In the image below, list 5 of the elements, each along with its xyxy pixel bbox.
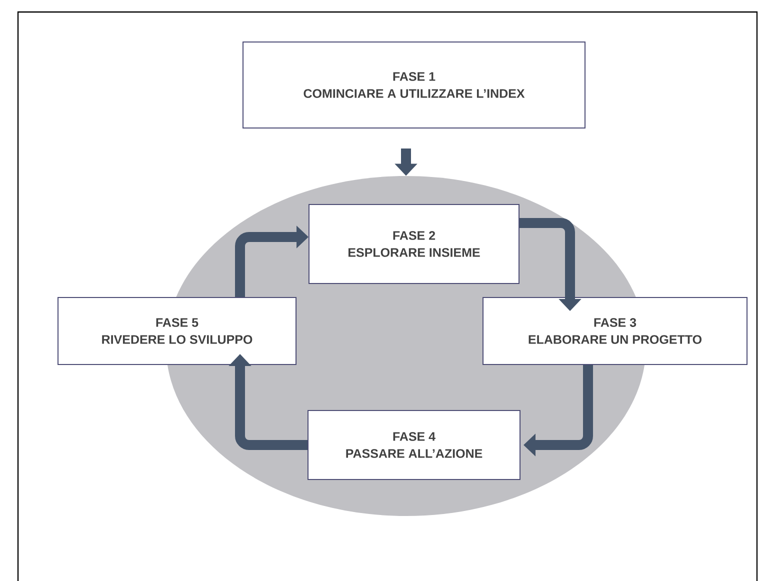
process-box: FASE 1 COMINCIARE A UTILIZZARE L’INDEX	[242, 42, 586, 128]
process-box: FASE 3 ELABORARE UN PROGETTO	[482, 297, 748, 365]
process-box: FASE 4 PASSARE ALL’AZIONE	[308, 410, 520, 480]
process-box: FASE 2 ESPLORARE INSIEME	[308, 204, 520, 284]
process-box: FASE 5 RIVEDERE LO SVILUPPO	[58, 297, 296, 365]
